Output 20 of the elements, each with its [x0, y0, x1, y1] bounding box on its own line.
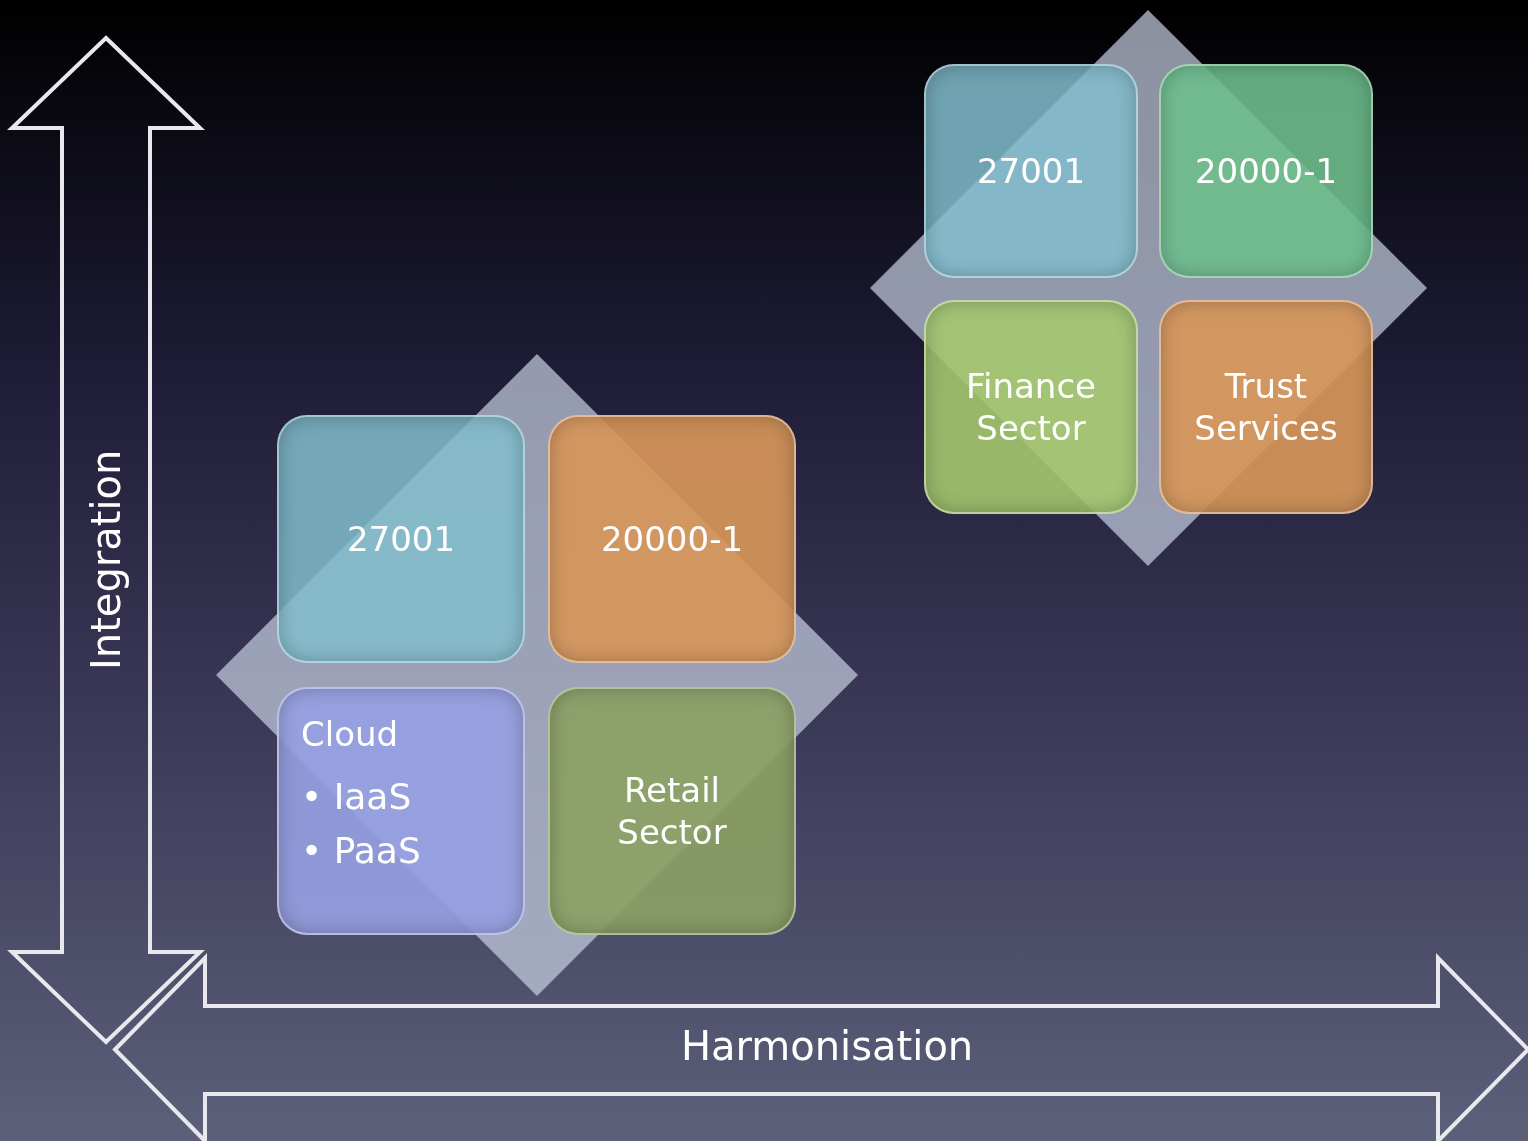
tile-label: 27001	[976, 149, 1086, 193]
category-tile	[548, 415, 796, 663]
category-tile	[277, 687, 525, 935]
list-item: • PaaS	[301, 828, 421, 873]
axis-label: Harmonisation	[681, 1022, 974, 1069]
category-tile	[924, 64, 1138, 278]
category-tile	[1159, 64, 1373, 278]
tile-label: 27001	[346, 517, 456, 561]
list-item: • IaaS	[301, 774, 413, 819]
tile-label: Retail Sector	[616, 768, 728, 854]
category-tile	[548, 687, 796, 935]
category-tile	[1159, 300, 1373, 514]
axis-label: Integration	[83, 449, 129, 670]
category-tile	[277, 415, 525, 663]
tile-label: 20000-1	[1194, 149, 1338, 193]
tile-label: Finance Sector	[964, 364, 1098, 450]
tile-heading: Cloud	[301, 713, 399, 756]
tile-label: 20000-1	[600, 517, 744, 561]
tile-label: Trust Services	[1193, 364, 1339, 450]
category-tile	[924, 300, 1138, 514]
